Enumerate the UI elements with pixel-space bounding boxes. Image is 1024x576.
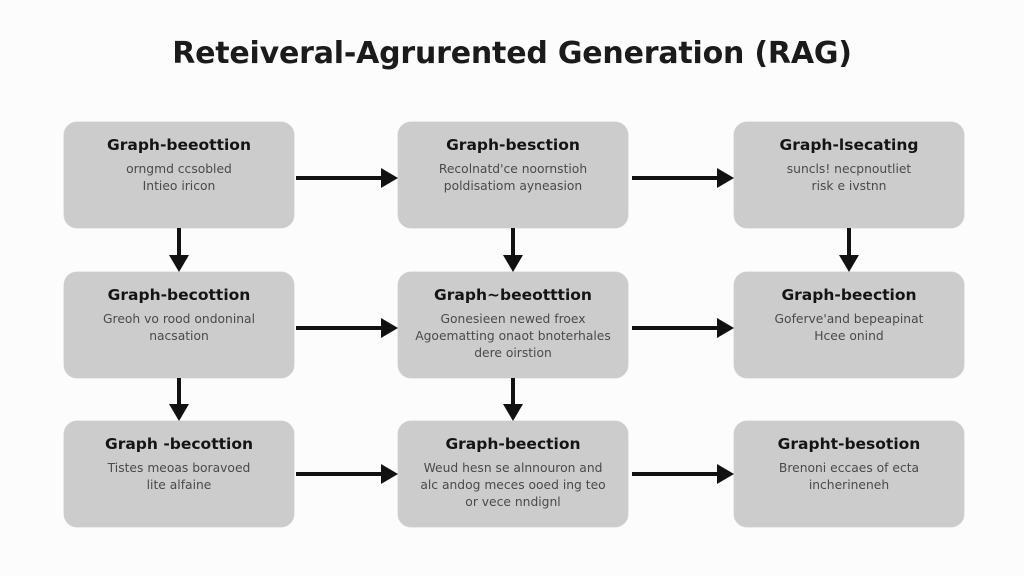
flow-node-r1c3[interactable]: Graph-lsecating suncls! necpnoutliet ris… bbox=[734, 122, 964, 228]
flow-node-r3c2[interactable]: Graph-beection Weud hesn se alnnouron an… bbox=[398, 421, 628, 527]
flow-node-line: suncls! necpnoutliet bbox=[786, 161, 912, 176]
flow-node-line: orngmd ccsobled bbox=[126, 161, 232, 176]
arrow-shaft bbox=[177, 228, 181, 255]
arrow-right-icon-r2-c2-c3 bbox=[632, 318, 734, 338]
flow-node-title: Graph-becottion bbox=[107, 286, 251, 304]
arrow-shaft bbox=[847, 228, 851, 255]
arrow-shaft bbox=[632, 472, 717, 476]
flow-node-line: Hcee onind bbox=[814, 328, 884, 343]
flow-node-line: Recolnatd'ce noornstioh bbox=[438, 161, 588, 176]
flow-node-body: Weud hesn se alnnouron and alc andog mec… bbox=[420, 460, 605, 511]
flow-node-body: Gonesieen newed froex Agoematting onaot … bbox=[415, 311, 611, 362]
flow-node-r1c1[interactable]: Graph-beeottion orngmd ccsobled Intieo i… bbox=[64, 122, 294, 228]
flow-node-line: Brenoni eccaes of ecta bbox=[778, 460, 920, 475]
flow-node-body: suncls! necpnoutliet risk e ivstnn bbox=[787, 161, 912, 194]
flow-node-body: Greoh vo rood ondoninal nacsation bbox=[103, 311, 255, 344]
flow-node-title: Graph-besction bbox=[446, 136, 580, 154]
arrow-head bbox=[169, 255, 189, 272]
arrow-down-icon-c1-r1-r2 bbox=[169, 228, 189, 272]
flow-node-title: Graph~beeotttion bbox=[434, 286, 592, 304]
arrow-down-icon-c3-r1-r2 bbox=[839, 228, 859, 272]
arrow-head bbox=[169, 404, 189, 421]
flow-node-body: Recolnatd'ce noornstioh poldisatiom ayne… bbox=[439, 161, 587, 194]
flow-node-line: risk e ivstnn bbox=[811, 178, 887, 193]
flow-node-title: Graph-beection bbox=[781, 286, 917, 304]
arrow-head bbox=[717, 168, 734, 188]
flow-node-title: Graph-beeottion bbox=[107, 136, 251, 154]
arrow-shaft bbox=[632, 326, 717, 330]
flow-node-line: Agoematting onaot bnoterhales bbox=[415, 328, 611, 343]
diagram-title: Reteiveral-Agrurented Generation (RAG) bbox=[172, 36, 852, 71]
flow-node-r2c3[interactable]: Graph-beection Goferve'and bepeapinat Hc… bbox=[734, 272, 964, 378]
arrow-head bbox=[381, 318, 398, 338]
flow-node-line: alc andog meces ooed ing teo bbox=[420, 477, 606, 492]
arrow-right-icon-r3-c1-c2 bbox=[296, 464, 398, 484]
arrow-right-icon-r3-c2-c3 bbox=[632, 464, 734, 484]
flow-node-title: Graph-beection bbox=[445, 435, 581, 453]
arrow-right-icon-r1-c2-c3 bbox=[632, 168, 734, 188]
flow-node-line: Goferve'and bepeapinat bbox=[774, 311, 924, 326]
arrow-head bbox=[717, 318, 734, 338]
arrow-shaft bbox=[632, 176, 717, 180]
flow-node-r3c3[interactable]: Grapht-besotion Brenoni eccaes of ecta i… bbox=[734, 421, 964, 527]
flow-node-title: Graph-lsecating bbox=[779, 136, 919, 154]
flow-node-line: Gonesieen newed froex bbox=[440, 311, 586, 326]
flow-node-body: Brenoni eccaes of ecta incherineneh bbox=[779, 460, 919, 493]
flow-node-line: Weud hesn se alnnouron and bbox=[423, 460, 603, 475]
flow-node-line: poldisatiom ayneasion bbox=[443, 178, 583, 193]
arrow-head bbox=[839, 255, 859, 272]
flow-node-body: Goferve'and bepeapinat Hcee onind bbox=[775, 311, 924, 344]
arrow-head bbox=[503, 255, 523, 272]
arrow-shaft bbox=[296, 472, 381, 476]
flow-node-line: Tistes meoas boravoed bbox=[107, 460, 251, 475]
flow-node-r2c2[interactable]: Graph~beeotttion Gonesieen newed froex A… bbox=[398, 272, 628, 378]
flow-node-line: Greoh vo rood ondoninal bbox=[103, 311, 255, 326]
flow-node-line: incherineneh bbox=[808, 477, 890, 492]
arrow-head bbox=[381, 464, 398, 484]
arrow-right-icon-r1-c1-c2 bbox=[296, 168, 398, 188]
flow-node-title: Grapht-besotion bbox=[777, 435, 921, 453]
flow-node-r2c1[interactable]: Graph-becottion Greoh vo rood ondoninal … bbox=[64, 272, 294, 378]
arrow-shaft bbox=[177, 378, 181, 404]
flow-node-body: Tistes meoas boravoed lite alfaine bbox=[108, 460, 251, 493]
arrow-down-icon-c2-r1-r2 bbox=[503, 228, 523, 272]
arrow-right-icon-r2-c1-c2 bbox=[296, 318, 398, 338]
arrow-head bbox=[381, 168, 398, 188]
flow-node-line: Intieo iricon bbox=[142, 178, 216, 193]
flow-node-title: Graph -becottion bbox=[104, 435, 254, 453]
flow-node-line: nacsation bbox=[149, 328, 209, 343]
flow-node-line: lite alfaine bbox=[146, 477, 212, 492]
arrow-shaft bbox=[511, 228, 515, 255]
arrow-head bbox=[503, 404, 523, 421]
flow-node-line: dere oirstion bbox=[474, 346, 552, 361]
arrow-down-icon-c1-r2-r3 bbox=[169, 378, 189, 421]
arrow-shaft bbox=[296, 176, 381, 180]
flow-node-r3c1[interactable]: Graph -becottion Tistes meoas boravoed l… bbox=[64, 421, 294, 527]
flow-node-body: orngmd ccsobled Intieo iricon bbox=[126, 161, 232, 194]
flow-node-line: or vece nndignl bbox=[465, 495, 561, 510]
arrow-shaft bbox=[296, 326, 381, 330]
arrow-down-icon-c2-r2-r3 bbox=[503, 378, 523, 421]
flow-node-r1c2[interactable]: Graph-besction Recolnatd'ce noornstioh p… bbox=[398, 122, 628, 228]
arrow-shaft bbox=[511, 378, 515, 404]
arrow-head bbox=[717, 464, 734, 484]
